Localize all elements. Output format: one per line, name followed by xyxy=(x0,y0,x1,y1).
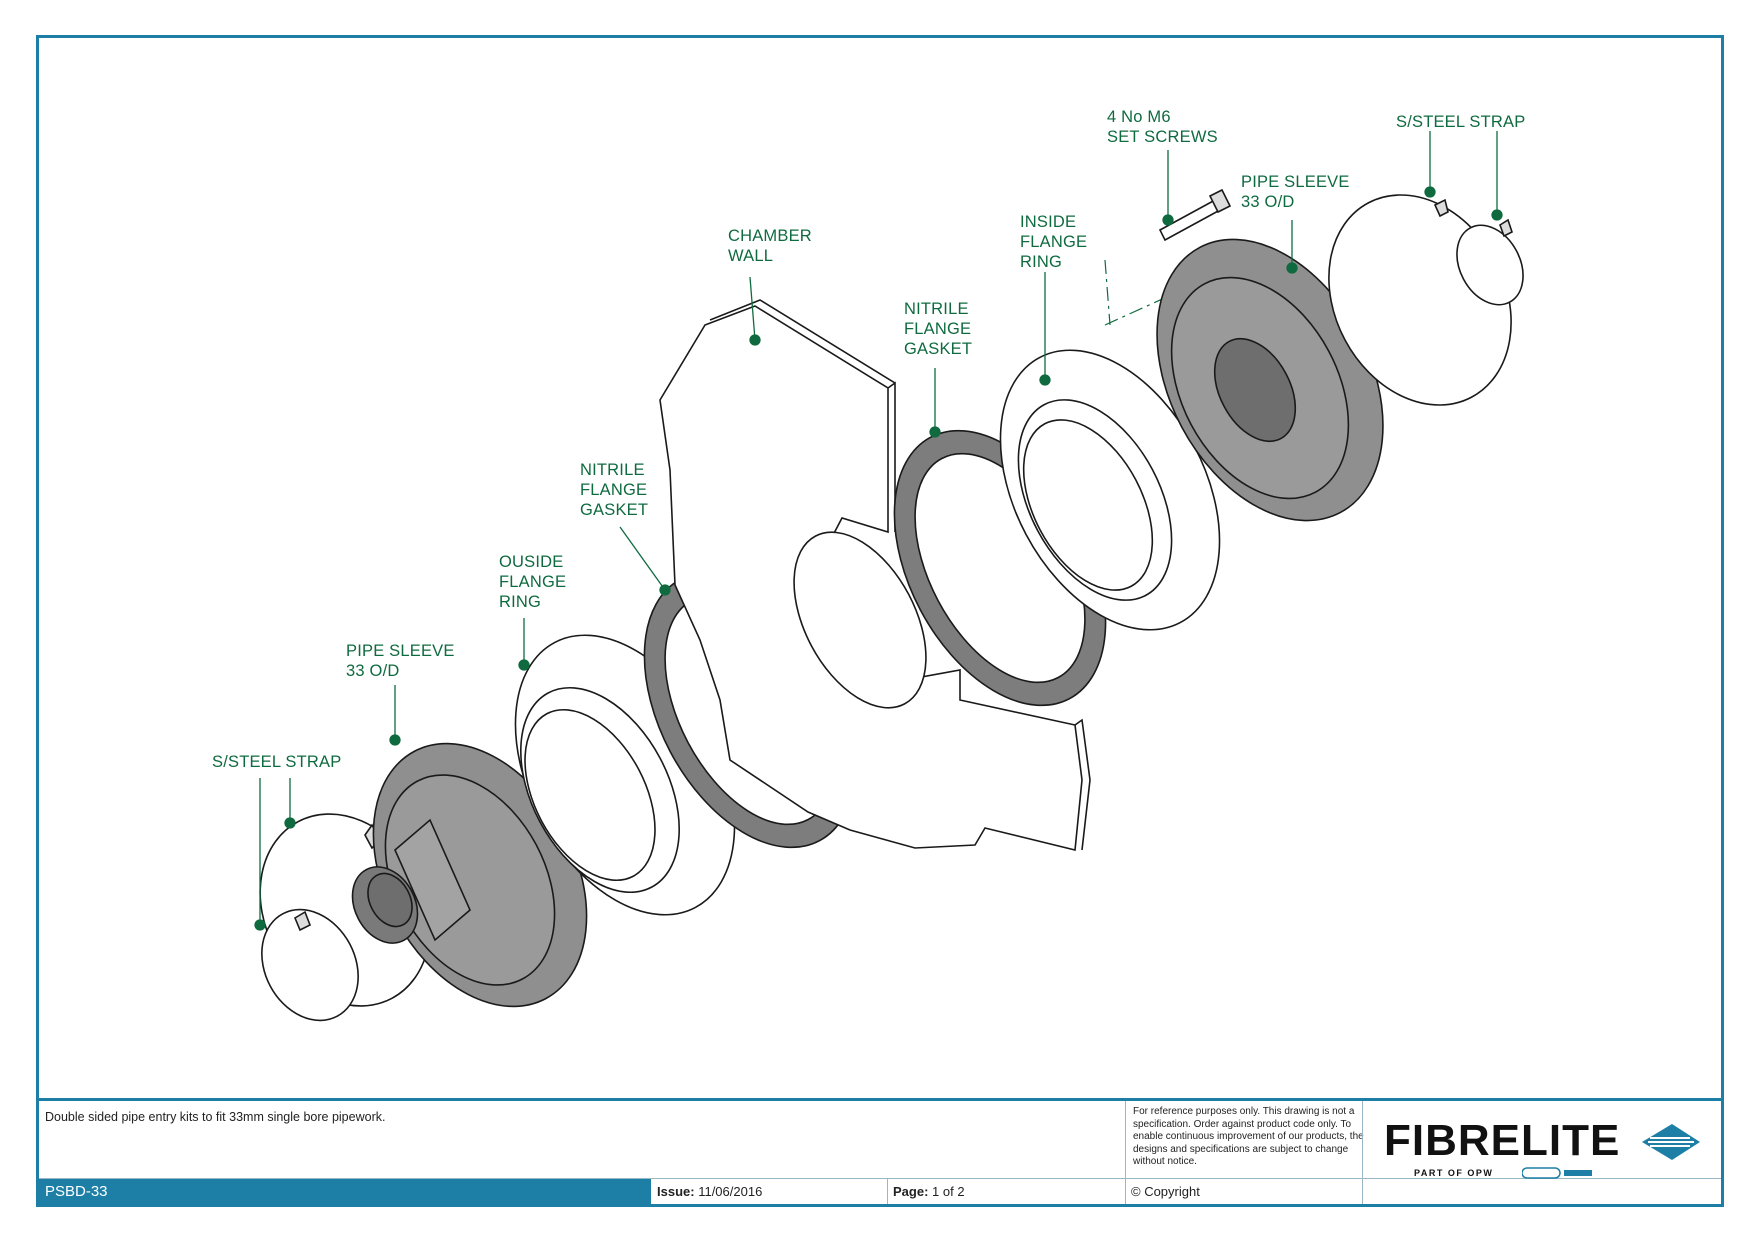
exploded-assembly-drawing xyxy=(254,131,1524,1022)
issue-date-cell: Issue: 11/06/2016 xyxy=(651,1179,887,1204)
issue-label: Issue: xyxy=(657,1184,695,1199)
title-block-footer xyxy=(39,1178,1721,1205)
callout-nitrile-gasket-right: NITRILE FLANGE GASKET xyxy=(904,300,973,358)
callout-pipe-sleeve-right: PIPE SLEEVE 33 O/D xyxy=(1241,173,1350,211)
leader-gasket-left xyxy=(619,526,666,591)
note-divider xyxy=(1125,1101,1126,1204)
right-steel-strap xyxy=(1328,194,1524,406)
chamber-wall xyxy=(659,299,1091,851)
reference-note: For reference purposes only. This drawin… xyxy=(1133,1106,1364,1167)
callout-nitrile-gasket-left: NITRILE FLANGE GASKET xyxy=(580,461,649,519)
callout-chamber-wall: CHAMBER WALL xyxy=(728,227,812,265)
page-number-cell: Page: 1 of 2 xyxy=(887,1179,1125,1204)
callout-inside-flange-ring: INSIDE FLANGE RING xyxy=(1020,213,1088,271)
title-block-rule xyxy=(39,1098,1721,1101)
callout-set-screws: 4 No M6 SET SCREWS xyxy=(1107,108,1218,146)
issue-value: 11/06/2016 xyxy=(698,1184,763,1199)
title-block: Double sided pipe entry kits to fit 33mm… xyxy=(39,1098,1721,1204)
callout-steel-strap-right: S/STEEL STRAP xyxy=(1396,113,1526,131)
arrow-diamond-logo-icon xyxy=(1642,1124,1700,1160)
logo-tagline: PART OF OPW xyxy=(1414,1168,1494,1178)
fibrelite-logo: FIBRELITE PART OF OPW xyxy=(1384,1116,1704,1186)
set-screw xyxy=(1158,188,1232,242)
page-label: Page: xyxy=(893,1184,929,1199)
product-code: PSBD-33 xyxy=(39,1179,651,1204)
callout-outside-flange-ring: OUSIDE FLANGE RING xyxy=(499,553,567,611)
drawing-description: Double sided pipe entry kits to fit 33mm… xyxy=(45,1110,386,1124)
logo-divider xyxy=(1362,1101,1363,1204)
drawing-sheet-frame xyxy=(36,35,1724,1207)
inside-flange-ring xyxy=(999,349,1221,631)
leader-wall xyxy=(749,276,756,341)
logo-wordmark: FIBRELITE xyxy=(1384,1116,1621,1165)
copyright-text: © Copyright xyxy=(1131,1184,1200,1199)
callout-pipe-sleeve-left: PIPE SLEEVE 33 O/D xyxy=(346,642,455,680)
dover-badge-icon xyxy=(1522,1167,1592,1179)
callout-steel-strap-left: S/STEEL STRAP xyxy=(212,753,342,771)
page-value: 1 of 2 xyxy=(932,1184,965,1199)
page-divider xyxy=(887,1179,888,1204)
copyright-cell: © Copyright xyxy=(1125,1179,1362,1204)
